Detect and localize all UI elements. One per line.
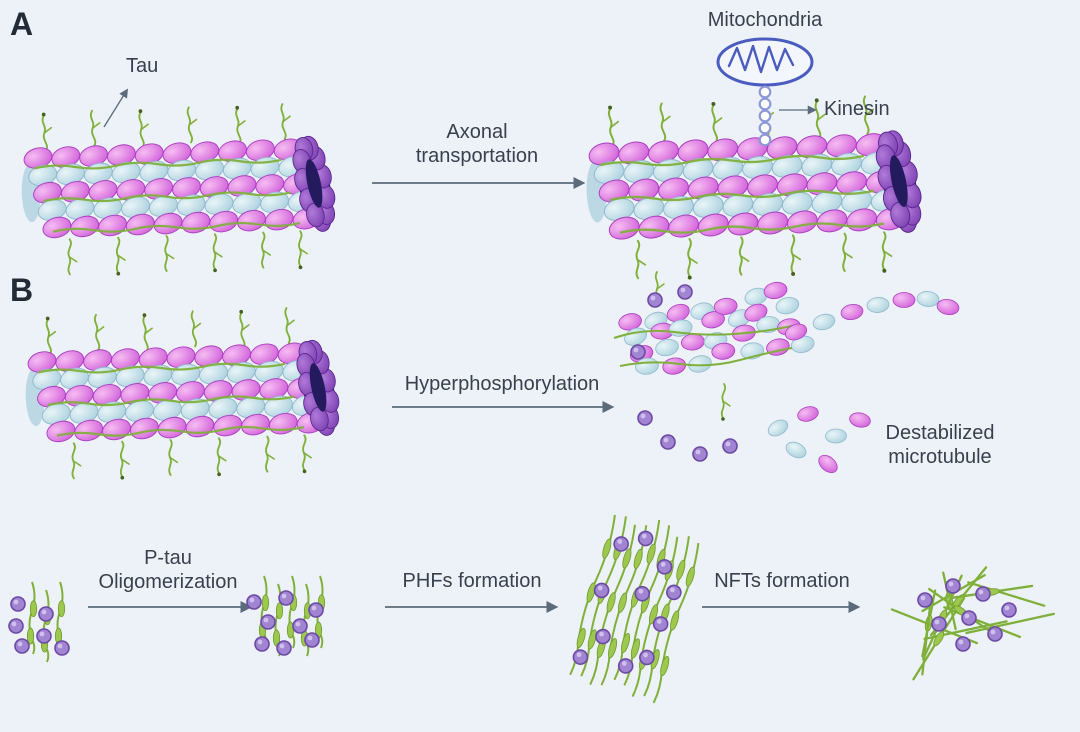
hyperphosphorylation-label: Hyperphosphorylation [404, 373, 600, 395]
mitochondria-label: Mitochondria [707, 9, 823, 31]
microtubule-b-left [25, 307, 340, 480]
kinesin-label: Kinesin [824, 98, 890, 120]
oligomerization-label: P-tau Oligomerization [98, 547, 238, 594]
microtubule-a-left [21, 103, 336, 276]
axonal-transportation-label: Axonal transportation [415, 121, 539, 168]
nft-tangle [890, 566, 1056, 681]
nfts-formation-label: NFTs formation [714, 570, 850, 592]
phfs-formation-label: PHFs formation [402, 570, 542, 592]
kinesin-chain [758, 85, 772, 147]
panel-a-label: A [10, 6, 34, 42]
ptau-oligomer-large [246, 575, 326, 657]
destabilized-microtubule-label: Destabilized microtubule [885, 422, 995, 469]
panel-b-label: B [10, 272, 34, 308]
mitochondria-icon [716, 37, 814, 87]
destabilized-microtubule [613, 271, 960, 474]
microtubule-a-right [586, 95, 922, 280]
ptau-oligomer-small [8, 581, 70, 663]
tau-pointer-arrow [103, 88, 128, 128]
tau-label: Tau [126, 55, 159, 77]
phf-bundle [569, 514, 700, 704]
